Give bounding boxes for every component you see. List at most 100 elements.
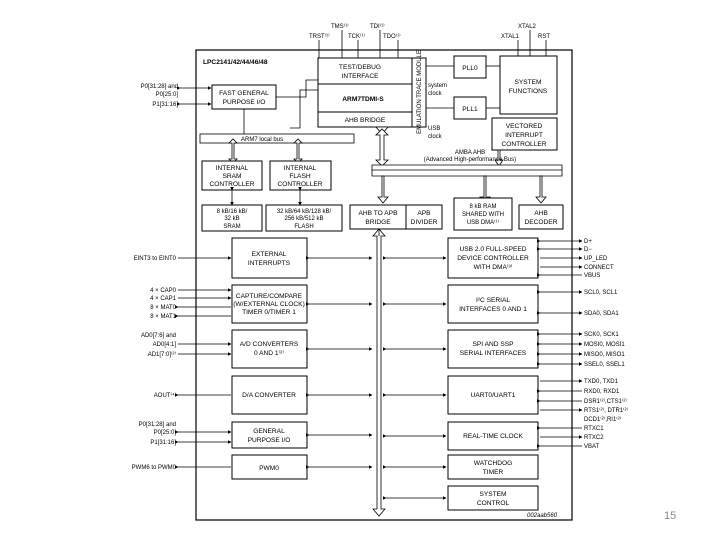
sig-dcd-ri: DCD1⁽²⁾,RI1⁽²⁾	[584, 416, 622, 423]
arm-core-block	[317, 83, 413, 113]
fgpio-signal-3: P1[31:16]	[152, 102, 178, 108]
i2c-label-2: INTERFACES 0 AND 1	[459, 306, 527, 313]
usb-dev-label-3: WITH DMA⁽³⁾	[474, 263, 513, 271]
sig-sda: SDA0, SDA1	[584, 311, 619, 317]
usb-clock-label-2: clock	[428, 134, 443, 140]
spi-label-2: SERIAL INTERFACES	[460, 350, 527, 357]
flash-ctrl-label-1: INTERNAL	[284, 165, 317, 172]
pwm-block	[231, 454, 308, 480]
sysctl-label-2: CONTROL	[477, 500, 510, 507]
sig-pwm: PWM6 to PWM0	[132, 465, 177, 471]
page-number: 15	[664, 510, 676, 522]
sig-scl: SCL0, SCL1	[584, 290, 618, 296]
ahb-to-apb-label-2: BRIDGE	[365, 219, 391, 226]
system-functions-label-2: FUNCTIONS	[509, 88, 548, 95]
arm-core-label: ARM7TDMI-S	[342, 96, 384, 103]
apb-divider-label-2: DIVIDER	[411, 219, 438, 226]
sig-dsr-cts: DSR1⁽²⁾,CTS1⁽²⁾	[584, 398, 627, 405]
vic-label-1: VECTORED	[506, 123, 543, 130]
sig-rts-dtr: RTS1⁽²⁾, DTR1⁽²⁾	[584, 407, 629, 414]
pll0-label: PLL0	[462, 65, 478, 72]
sig-mat1: 8 × MAT1	[150, 314, 176, 320]
right-signals: D+ D− UP_LED CONNECT VBUS SCL0, SCL1 SDA…	[537, 239, 629, 450]
sig-cap0: 4 × CAP0	[150, 288, 177, 294]
usb-ram-label-2: SHARED WITH	[462, 212, 504, 218]
usb-ram-label-3: USB DMA⁽¹⁾	[467, 219, 500, 226]
left-signals: EINT3 to EINT0 4 × CAP0 4 × CAP1 8 × MAT…	[132, 256, 232, 471]
ahb-decoder-bus-arrow	[535, 175, 547, 204]
flash-block	[265, 204, 343, 232]
capcmp-label-1: CAPTURE/COMPARE	[236, 293, 303, 300]
ahb-to-apb-label-1: AHB TO APB	[359, 210, 399, 217]
chip-title: LPC2141/42/44/46/48	[203, 59, 268, 66]
fgpio-signal-2: P0[25:0]	[156, 92, 179, 98]
ahb-bridge-label: AHB BRIDGE	[345, 117, 386, 124]
vic-label-2: INTERRUPT	[505, 132, 543, 139]
emulation-trace-label: EMULATION TRACE MODULE	[417, 50, 423, 134]
gpio-block	[231, 421, 308, 449]
sig-cap1: 4 × CAP1	[150, 296, 177, 302]
flash-ctrl-label-2: FLASH	[289, 173, 310, 180]
adc-label-1: A/D CONVERTERS	[240, 341, 299, 348]
sram-ctrl-label-1: INTERNAL	[216, 165, 249, 172]
usb-clock-label-1: USB	[428, 126, 440, 132]
arm7-local-bus	[199, 133, 355, 144]
sig-gpio-2: P0[25:0]	[154, 430, 177, 436]
usb-dev-label-2: DEVICE CONTROLLER	[457, 255, 529, 262]
sig-txd: TXD0, TXD1	[584, 379, 619, 385]
sig-sck: SCK0, SCK1	[584, 332, 619, 338]
right-peripherals: USB 2.0 FULL-SPEED DEVICE CONTROLLER WIT…	[447, 237, 539, 511]
ahb-decoder-label-1: AHB	[534, 210, 548, 217]
uart-label: UART0/UART1	[471, 392, 516, 399]
fgpio-signal-1: P0[31:28] and	[141, 84, 178, 90]
sram-label-3: SRAM	[223, 224, 240, 230]
fast-gpio-label-1: FAST GENERAL	[219, 90, 269, 97]
ext-int-label-2: INTERRUPTS	[248, 260, 291, 267]
ahb-bridge-bus-arrow	[375, 128, 389, 167]
flash-label-3: FLASH	[294, 224, 313, 230]
sig-dplus: D+	[584, 239, 592, 245]
pwm-label: PWM0	[259, 465, 279, 472]
sig-ad0a: AD0[7:6] and	[141, 333, 176, 339]
sram-label-2: 32 kB	[224, 216, 239, 222]
pll0-block	[453, 55, 487, 79]
uart-block	[447, 375, 539, 415]
test-debug-block	[317, 57, 413, 85]
i2c-block	[447, 284, 539, 324]
sram-ctrl-label-3: CONTROLLER	[209, 181, 254, 188]
rtc-block	[447, 421, 539, 451]
system-functions-label-1: SYSTEM	[514, 79, 541, 86]
pll1-label: PLL1	[462, 106, 478, 113]
usb-ram-label-1: 8 kB RAM	[469, 204, 496, 210]
adc-block	[231, 329, 308, 369]
sig-miso: MISO0, MISO1	[584, 352, 625, 358]
apb-bus	[372, 228, 386, 517]
capcmp-label-3: TIMER 0/TIMER 1	[242, 309, 296, 316]
sysctl-label-1: SYSTEM	[479, 491, 506, 498]
sig-rxd: RXD0, RXD1	[584, 389, 620, 395]
rtc-label: REAL-TIME CLOCK	[463, 433, 523, 440]
pin-xtal2: XTAL2	[518, 24, 537, 30]
wdt-label-1: WATCHDOG	[474, 460, 512, 467]
test-debug-label-2: INTERFACE	[341, 73, 379, 80]
amba-ahb-bus	[371, 164, 563, 177]
usb-dev-label-1: USB 2.0 FULL-SPEED	[459, 246, 526, 253]
pin-tck: TCK⁽¹⁾	[348, 33, 365, 40]
amba-ahb-label-1: AMBA AHB	[455, 150, 485, 156]
system-clock-label-1: system	[428, 83, 447, 89]
system-functions-block	[499, 55, 558, 115]
ahb-decoder-label-2: DECODER	[525, 219, 558, 226]
test-debug-label-1: TEST/DEBUG	[339, 64, 381, 71]
sig-eint: EINT3 to EINT0	[134, 256, 177, 262]
sig-rtxc2: RTXC2	[584, 435, 604, 441]
system-control-block	[447, 485, 539, 511]
pin-tdi: TDI⁽¹⁾	[370, 23, 385, 30]
flash-bus-arrow	[293, 138, 303, 164]
ext-int-label-1: EXTERNAL	[252, 251, 287, 258]
flash-ctrl-label-3: CONTROLLER	[277, 181, 322, 188]
sram-ctrl-label-2: SRAM	[222, 173, 241, 180]
top-pins: TMS⁽¹⁾ TDI⁽¹⁾ TRST⁽¹⁾ TCK⁽¹⁾ TDO⁽¹⁾ XTAL…	[309, 23, 550, 58]
vic-block	[491, 117, 558, 151]
pin-tms: TMS⁽¹⁾	[331, 23, 349, 30]
vic-bus-arrow	[494, 149, 504, 167]
